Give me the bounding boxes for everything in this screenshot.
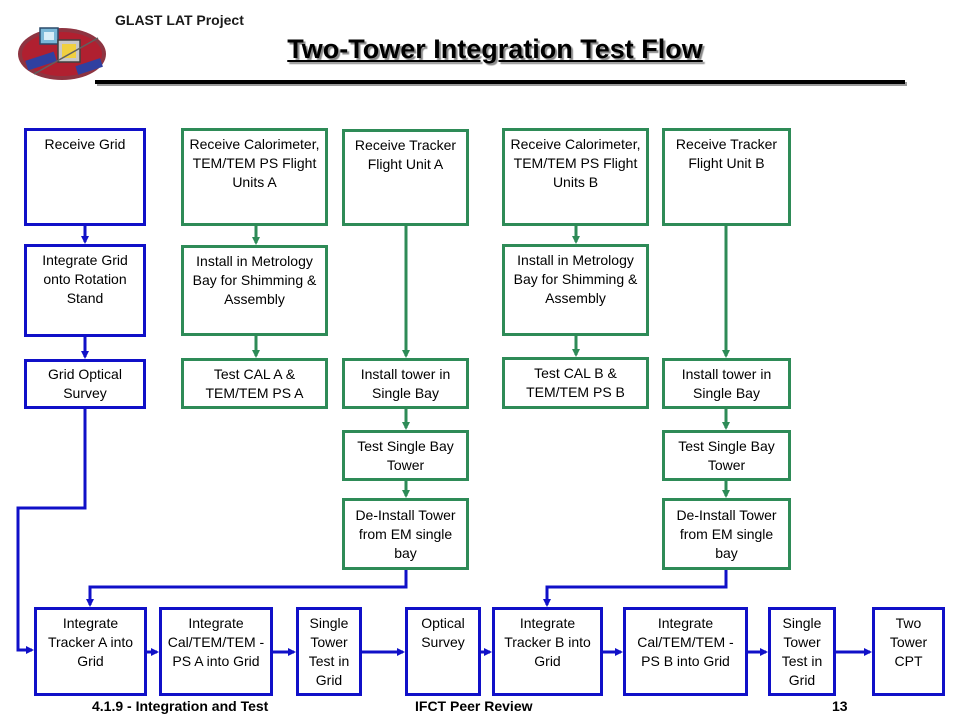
box-receive-tracker-a: Receive Tracker Flight Unit A — [342, 129, 469, 226]
box-integrate-tracker-b: Integrate Tracker B into Grid — [492, 607, 603, 696]
box-receive-grid: Receive Grid — [24, 128, 146, 226]
title-rule — [95, 80, 905, 84]
box-test-single-bay-b: Test Single Bay Tower — [662, 430, 791, 481]
project-name: GLAST LAT Project — [115, 12, 244, 28]
box-single-tower-test-1: Single Tower Test in Grid — [296, 607, 362, 696]
box-test-cal-b: Test CAL B & TEM/TEM PS B — [502, 357, 649, 409]
box-receive-cal-b: Receive Calorimeter, TEM/TEM PS Flight U… — [502, 128, 649, 226]
box-integrate-cal-b: Integrate Cal/TEM/TEM -PS B into Grid — [623, 607, 748, 696]
box-test-cal-a: Test CAL A & TEM/TEM PS A — [181, 358, 328, 409]
box-single-tower-test-2: Single Tower Test in Grid — [768, 607, 836, 696]
box-integrate-grid-stand: Integrate Grid onto Rotation Stand — [24, 244, 146, 337]
arrow-deinstall-a-to-tracker-a — [86, 570, 408, 607]
footer-review: IFCT Peer Review — [415, 698, 533, 714]
box-two-tower-cpt: Two Tower CPT — [872, 607, 945, 696]
arrow-deinstall-b-to-tracker-b — [543, 570, 728, 607]
page-title: Two-Tower Integration Test Flow — [287, 34, 703, 64]
box-integrate-cal-a: Integrate Cal/TEM/TEM -PS A into Grid — [159, 607, 273, 696]
box-deinstall-b: De-Install Tower from EM single bay — [662, 498, 791, 570]
box-install-tower-a: Install tower in Single Bay — [342, 358, 469, 409]
arrow-survey-to-tracker-a — [16, 409, 87, 654]
box-install-metrology-a: Install in Metrology Bay for Shimming & … — [181, 245, 328, 336]
footer-page-number: 13 — [832, 698, 848, 714]
glast-satellite-icon — [18, 27, 106, 80]
box-receive-tracker-b: Receive Tracker Flight Unit B — [662, 128, 791, 226]
box-test-single-bay-a: Test Single Bay Tower — [342, 430, 469, 481]
box-grid-optical-survey: Grid Optical Survey — [24, 359, 146, 409]
box-receive-cal-a: Receive Calorimeter, TEM/TEM PS Flight U… — [181, 128, 328, 226]
footer-section: 4.1.9 - Integration and Test — [92, 698, 269, 714]
box-deinstall-a: De-Install Tower from EM single bay — [342, 498, 469, 570]
box-integrate-tracker-a: Integrate Tracker A into Grid — [34, 607, 147, 696]
box-install-tower-b: Install tower in Single Bay — [662, 358, 791, 409]
box-optical-survey: Optical Survey — [405, 607, 481, 696]
box-install-metrology-b: Install in Metrology Bay for Shimming & … — [502, 244, 649, 336]
